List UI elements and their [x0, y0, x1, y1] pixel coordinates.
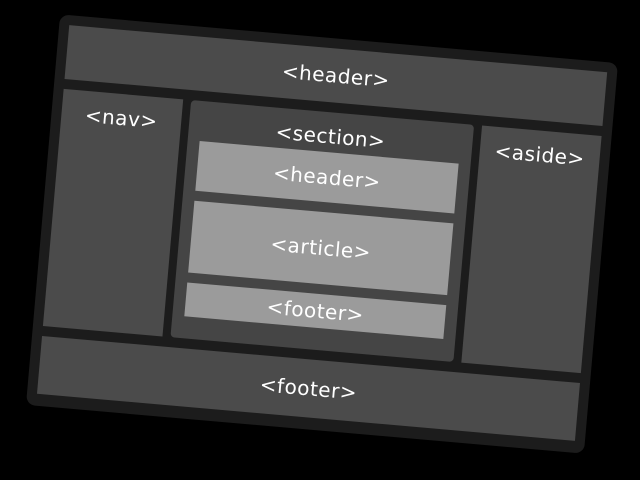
aside-block: <aside> — [461, 125, 602, 374]
page-footer-label: <footer> — [258, 372, 359, 405]
nav-label: <nav> — [84, 102, 159, 134]
nav-block: <nav> — [42, 88, 184, 337]
page-header-label: <header> — [281, 58, 391, 93]
article-label: <article> — [269, 231, 373, 265]
section-header-label: <header> — [272, 160, 382, 194]
html5-layout-diagram: <header> <nav> <section> <header> <artic… — [25, 14, 619, 454]
section-footer-label: <footer> — [265, 294, 365, 327]
aside-label: <aside> — [493, 138, 586, 171]
